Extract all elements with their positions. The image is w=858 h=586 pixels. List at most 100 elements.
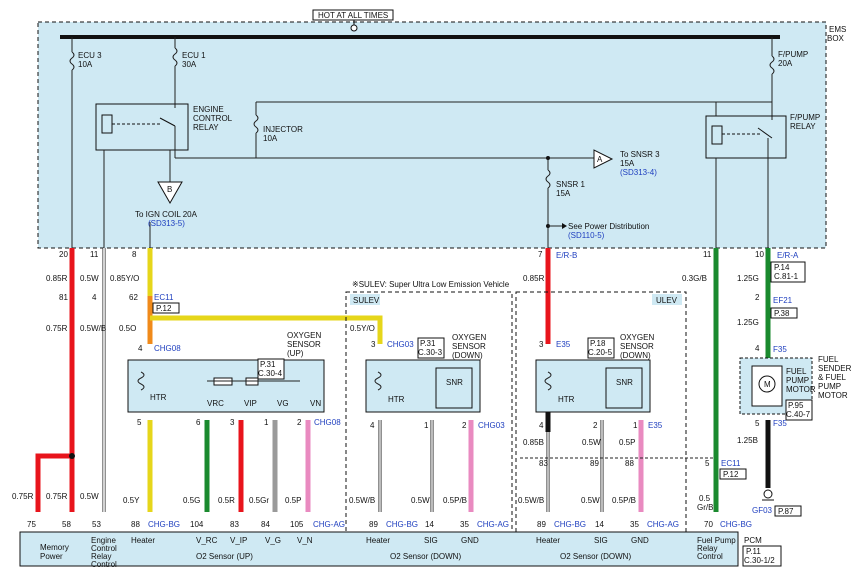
svg-text:0.3G/B: 0.3G/B bbox=[682, 274, 707, 283]
svg-text:(DOWN): (DOWN) bbox=[620, 351, 651, 360]
svg-text:Control: Control bbox=[91, 544, 117, 553]
svg-text:CHG03: CHG03 bbox=[387, 340, 414, 349]
svg-text:89: 89 bbox=[369, 520, 378, 529]
svg-text:83: 83 bbox=[230, 520, 239, 529]
svg-text:GND: GND bbox=[461, 536, 479, 545]
svg-text:MOTOR: MOTOR bbox=[818, 391, 848, 400]
ems-label-2: BOX bbox=[827, 34, 845, 43]
svg-text:1.25B: 1.25B bbox=[737, 436, 758, 445]
svg-text:4: 4 bbox=[370, 421, 375, 430]
fuse-snsr1: SNSR 1 15A bbox=[545, 169, 585, 248]
svg-text:SENSOR: SENSOR bbox=[620, 342, 654, 351]
pcm-pins: 75 58 53 88 CHG-BG 104 83 84 105 CHG-AG … bbox=[27, 520, 752, 529]
svg-text:CHG08: CHG08 bbox=[154, 344, 181, 353]
svg-text:0.75R: 0.75R bbox=[46, 492, 68, 501]
svg-text:58: 58 bbox=[62, 520, 71, 529]
svg-text:0.5W/B: 0.5W/B bbox=[80, 324, 106, 333]
svg-text:SNR: SNR bbox=[446, 378, 463, 387]
svg-text:1: 1 bbox=[633, 421, 638, 430]
svg-text:ENGINE: ENGINE bbox=[193, 105, 224, 114]
svg-text:10A: 10A bbox=[78, 60, 93, 69]
svg-text:SENDER: SENDER bbox=[818, 364, 852, 373]
svg-text:Relay: Relay bbox=[697, 544, 717, 553]
svg-text:HTR: HTR bbox=[558, 395, 575, 404]
svg-text:CHG-AG: CHG-AG bbox=[477, 520, 509, 529]
svg-text:0.5W: 0.5W bbox=[582, 438, 601, 447]
svg-text:70: 70 bbox=[704, 520, 713, 529]
svg-text:Relay: Relay bbox=[91, 552, 111, 561]
svg-text:88: 88 bbox=[131, 520, 140, 529]
fuse-fpump: F/PUMP 20A bbox=[769, 37, 808, 120]
svg-text:P.18: P.18 bbox=[590, 339, 606, 348]
svg-text:Heater: Heater bbox=[131, 536, 155, 545]
svg-text:M: M bbox=[764, 380, 771, 389]
fuse-injector: INJECTOR 10A bbox=[253, 101, 772, 158]
svg-text:CHG03: CHG03 bbox=[478, 421, 505, 430]
svg-text:83: 83 bbox=[539, 459, 548, 468]
svg-text:HTR: HTR bbox=[388, 395, 405, 404]
svg-text:Control: Control bbox=[91, 560, 117, 569]
svg-text:2: 2 bbox=[462, 421, 467, 430]
svg-text:SENSOR: SENSOR bbox=[452, 342, 486, 351]
svg-text:Gr/B: Gr/B bbox=[697, 503, 713, 512]
pin-11: 11 bbox=[90, 250, 99, 259]
svg-text:0.5P/B: 0.5P/B bbox=[612, 496, 636, 505]
svg-text:Control: Control bbox=[697, 552, 723, 561]
svg-text:ECU 1: ECU 1 bbox=[182, 51, 206, 60]
svg-text:INJECTOR: INJECTOR bbox=[263, 125, 303, 134]
svg-text:14: 14 bbox=[425, 520, 434, 529]
svg-text:CHG-AG: CHG-AG bbox=[313, 520, 345, 529]
svg-text:E35: E35 bbox=[648, 421, 663, 430]
svg-text:CHG-AG: CHG-AG bbox=[647, 520, 679, 529]
svg-text:0.5W: 0.5W bbox=[411, 496, 430, 505]
svg-text:1: 1 bbox=[424, 421, 429, 430]
motor-icon bbox=[758, 375, 776, 393]
pin-11b: 11 bbox=[703, 250, 712, 259]
svg-text:Power: Power bbox=[40, 552, 63, 561]
gf03: GF03 bbox=[752, 506, 773, 515]
connector-b: B bbox=[167, 185, 172, 194]
svg-text:0.85R: 0.85R bbox=[46, 274, 68, 283]
svg-text:C.81-1: C.81-1 bbox=[774, 272, 799, 281]
svg-text:0.5W/B: 0.5W/B bbox=[518, 496, 544, 505]
see-power-ref: (SD110-5) bbox=[568, 231, 605, 240]
svg-text:0.5W: 0.5W bbox=[581, 496, 600, 505]
snsr3-label: To SNSR 3 bbox=[620, 150, 660, 159]
svg-text:2: 2 bbox=[755, 293, 760, 302]
svg-text:Memory: Memory bbox=[40, 543, 69, 552]
fp-pin-5: 5 bbox=[755, 419, 760, 428]
svg-text:EC11: EC11 bbox=[154, 293, 174, 302]
svg-text:1: 1 bbox=[264, 418, 269, 427]
svg-text:3: 3 bbox=[371, 340, 376, 349]
svg-text:10A: 10A bbox=[263, 134, 278, 143]
svg-text:2: 2 bbox=[593, 421, 598, 430]
svg-text:15A: 15A bbox=[620, 159, 635, 168]
svg-text:35: 35 bbox=[630, 520, 639, 529]
svg-text:ECU 3: ECU 3 bbox=[78, 51, 102, 60]
ign-ref: (SD313-5) bbox=[148, 219, 185, 228]
svg-text:& FUEL: & FUEL bbox=[818, 373, 847, 382]
fuse-ecu3: ECU 3 10A bbox=[69, 37, 102, 248]
svg-text:(UP): (UP) bbox=[287, 349, 304, 358]
svg-text:Fuel Pump: Fuel Pump bbox=[697, 536, 736, 545]
mid-connector-pins: 81 4 62 EC11 P.12 4 CHG08 3 CHG03 3 E35 … bbox=[59, 293, 798, 354]
ign-coil-label: To IGN COIL 20A bbox=[135, 210, 198, 219]
svg-text:PUMP: PUMP bbox=[818, 382, 841, 391]
svg-text:3: 3 bbox=[230, 418, 235, 427]
fuse-ecu1: ECU 1 30A bbox=[172, 37, 206, 108]
svg-text:0.75R: 0.75R bbox=[12, 492, 34, 501]
svg-text:O2 Sensor (UP): O2 Sensor (UP) bbox=[196, 552, 253, 561]
svg-text:MOTOR: MOTOR bbox=[786, 385, 816, 394]
svg-text:0.75R: 0.75R bbox=[46, 324, 68, 333]
connector-a: A bbox=[597, 155, 603, 164]
svg-text:88: 88 bbox=[625, 459, 634, 468]
engine-control-relay: ENGINE CONTROL RELAY bbox=[95, 103, 233, 151]
svg-text:0.5W/B: 0.5W/B bbox=[349, 496, 375, 505]
svg-text:0.5W: 0.5W bbox=[80, 492, 99, 501]
svg-text:0.5O: 0.5O bbox=[119, 324, 136, 333]
svg-text:30A: 30A bbox=[182, 60, 197, 69]
svg-text:4: 4 bbox=[138, 344, 143, 353]
svg-text:EC11: EC11 bbox=[721, 459, 741, 468]
snsr3-ref: (SD313-4) bbox=[620, 168, 657, 177]
svg-text:C.40-7: C.40-7 bbox=[786, 410, 811, 419]
